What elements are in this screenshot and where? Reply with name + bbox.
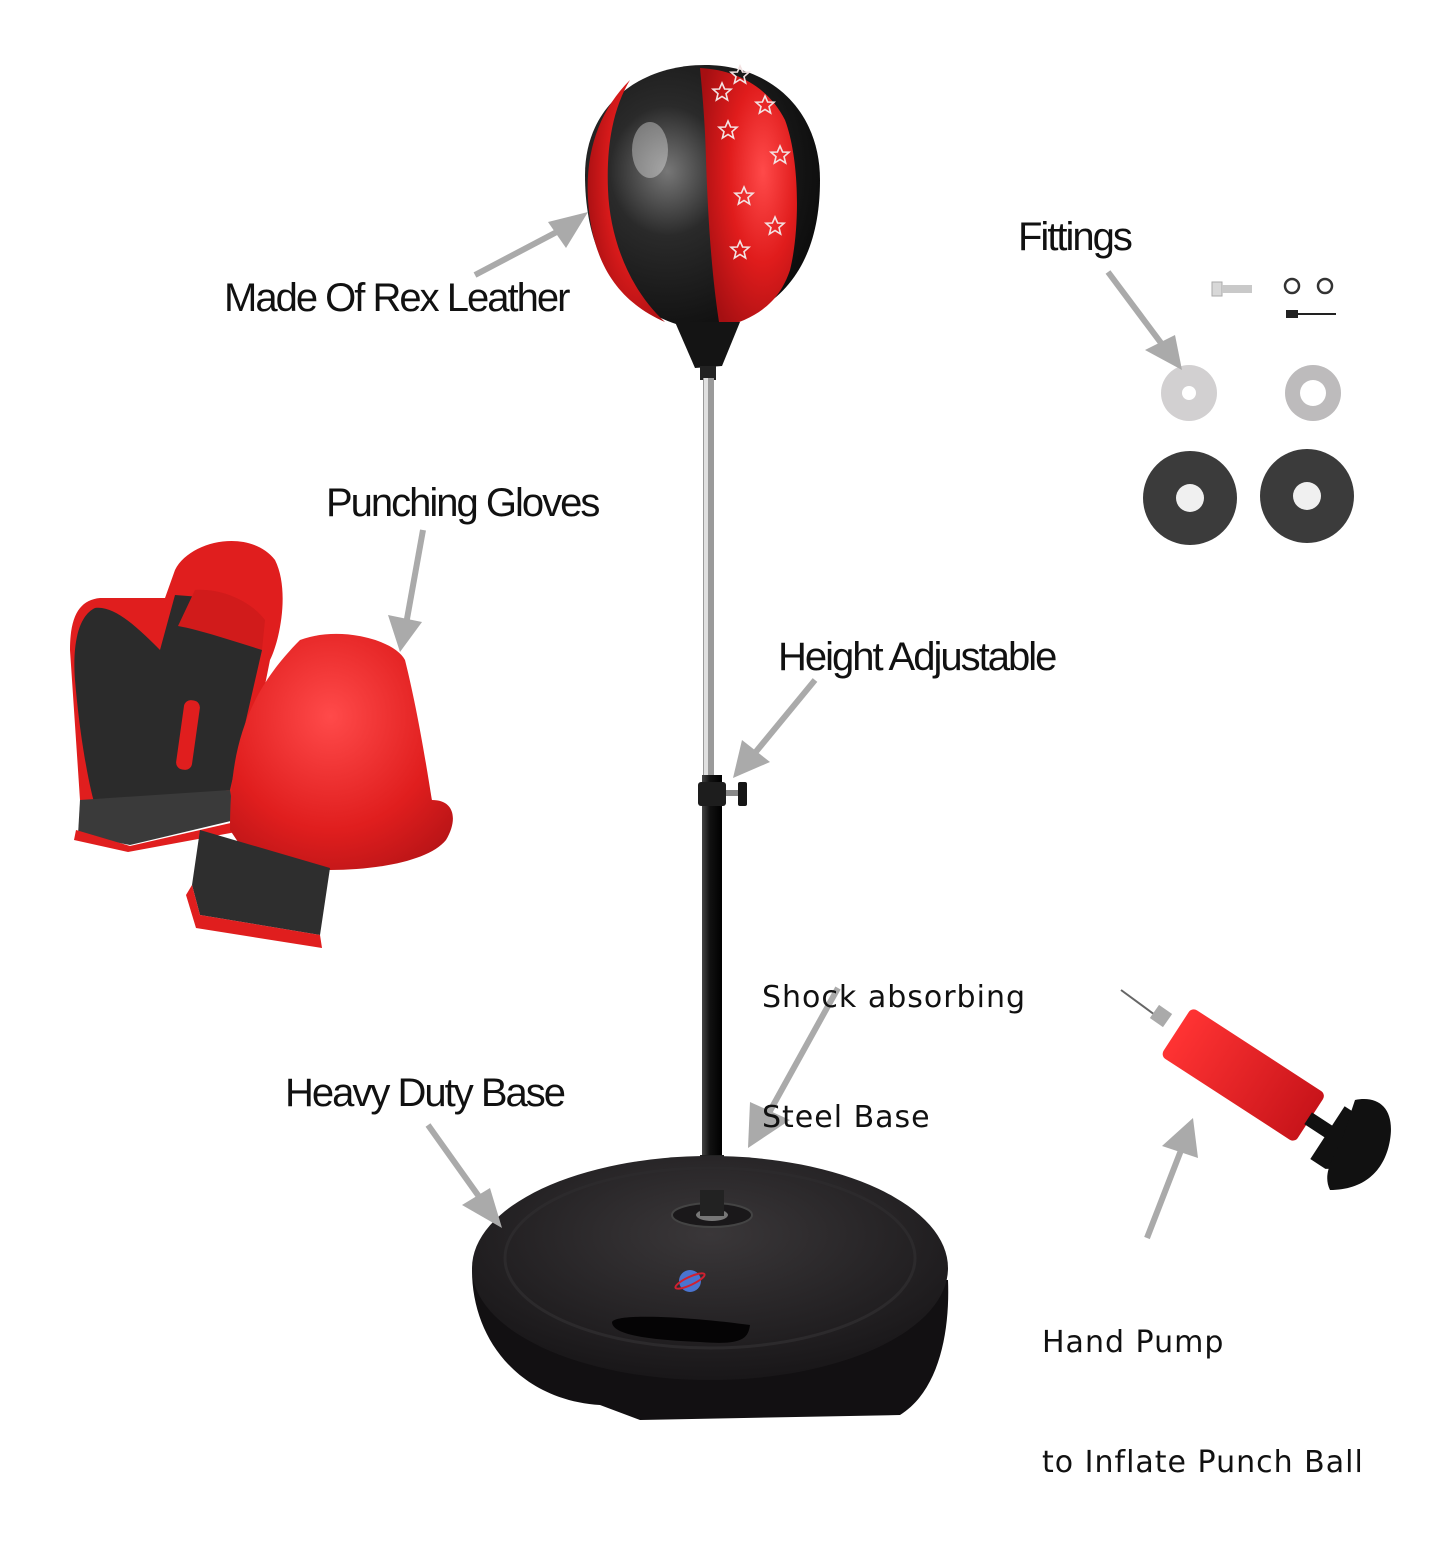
label-height-adjustable: Height Adjustable [778,635,1057,679]
label-pump-line2: to Inflate Punch Ball [1042,1445,1364,1480]
label-fittings: Fittings [1018,215,1133,259]
fittings [1143,277,1354,545]
product-illustration [70,65,1391,1420]
hand-pump [1120,989,1391,1190]
product-diagram: Made Of Rex Leather Fittings Punching Gl… [70,65,1391,1480]
callout-arrows [388,212,1198,1240]
label-pump-line1: Hand Pump [1042,1325,1225,1360]
label-hand-pump: Hand Pump to Inflate Punch Ball [1042,1243,1364,1563]
label-shock-line2: Steel Base [762,1100,931,1135]
label-shock-absorbing: Shock absorbing Steel Base [762,898,1026,1218]
label-gloves: Punching Gloves [326,481,600,525]
punch-ball [585,65,820,380]
boxing-gloves [70,541,453,948]
label-leather: Made Of Rex Leather [224,276,570,320]
steel-pole [698,378,747,1215]
label-shock-line1: Shock absorbing [762,980,1026,1015]
round-base [472,1156,949,1420]
arrow-leather [548,212,588,248]
label-heavy-duty-base: Heavy Duty Base [285,1071,566,1115]
